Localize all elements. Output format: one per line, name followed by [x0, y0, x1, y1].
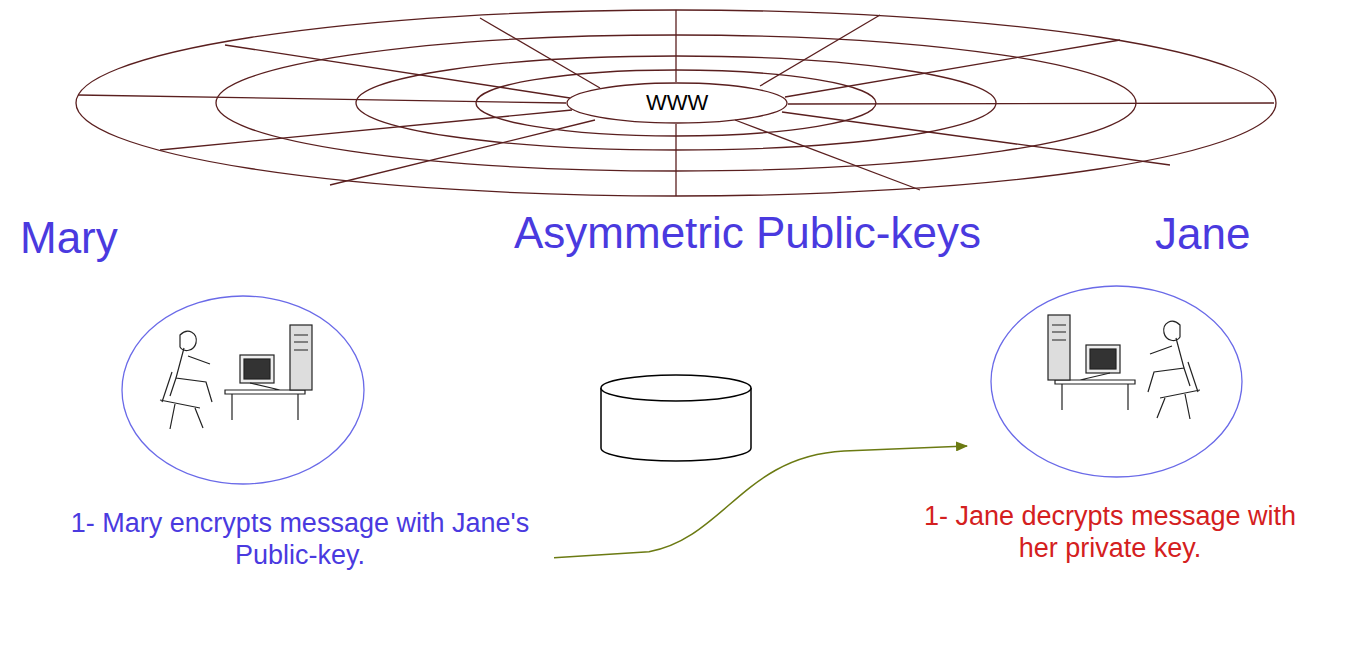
node-ellipse	[122, 296, 364, 484]
web-rings	[76, 10, 1276, 196]
person-node: Jane1- Jane decrypts message with her pr…	[945, 208, 1345, 603]
database-cylinder	[601, 375, 751, 461]
node-ellipse	[991, 286, 1242, 477]
person-name: Jane	[1155, 208, 1250, 261]
person-at-computer	[1048, 315, 1200, 419]
person-at-computer	[160, 325, 312, 429]
step-caption: 1- Mary encrypts message with Jane's Pub…	[50, 507, 550, 572]
node-ellipse	[567, 83, 787, 123]
web-center-ellipse: WWW	[566, 82, 788, 124]
message-arrow	[554, 446, 967, 558]
step-caption: 1- Jane decrypts message with her privat…	[920, 500, 1300, 565]
person-name: Mary	[20, 212, 118, 265]
node-label: WWW	[646, 90, 708, 116]
person-node: Mary 1- Mary encrypts message with Jane's…	[10, 212, 550, 612]
diagram-title: Asymmetric Public-keys	[514, 208, 981, 258]
